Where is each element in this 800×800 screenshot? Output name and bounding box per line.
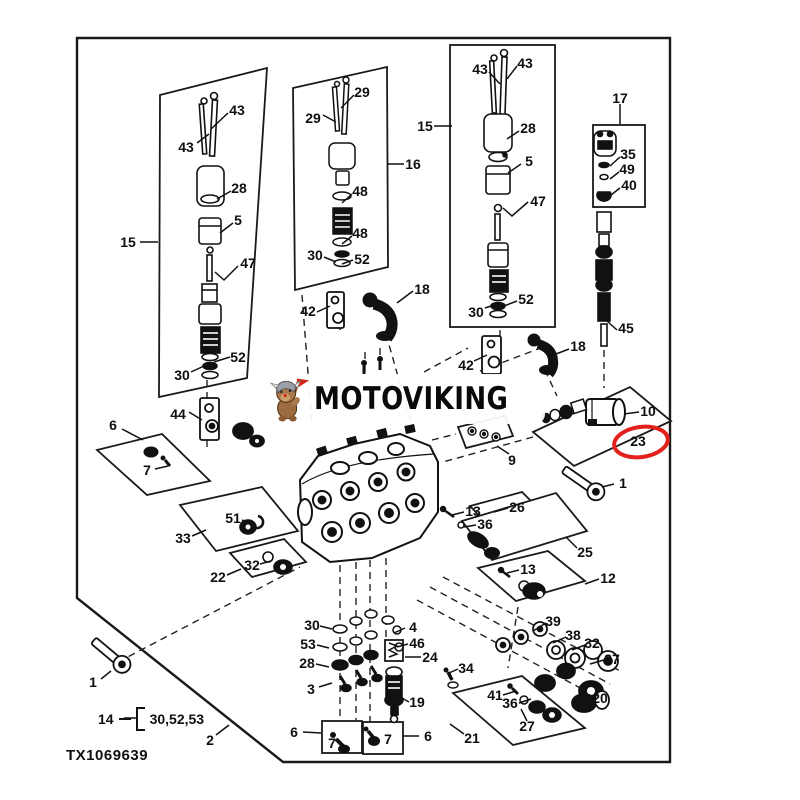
box-7-right <box>362 721 404 755</box>
seal-kit-columns <box>331 609 404 693</box>
panel-12 <box>476 550 587 603</box>
spool-22-part <box>541 398 588 424</box>
bracket-group-items: 30,52,53 <box>149 711 205 727</box>
seal-51-32-parts <box>239 514 293 575</box>
part-spool-kit-middle <box>328 76 356 268</box>
bracket-dash <box>118 717 131 721</box>
outer-border <box>75 36 672 764</box>
valve-19-part <box>384 666 404 724</box>
bracket-44-part <box>199 397 265 448</box>
plate-9-screws <box>467 426 501 442</box>
panel-21 <box>451 675 587 746</box>
watermark-band: MOTOVIKING <box>264 374 545 424</box>
part-spool-kit-left <box>196 91 225 380</box>
screw-13-36-parts <box>439 505 511 578</box>
bracket-group-label: 14 <box>98 711 114 727</box>
plug-7-panel6-part <box>143 446 172 467</box>
elbow-fitting-18-parts <box>362 292 559 378</box>
part-cap-kit-17 <box>593 130 617 347</box>
brand-text: MOTOVIKING <box>314 381 509 417</box>
part-spool-kit-right <box>483 48 513 319</box>
plug-12-part <box>518 580 546 600</box>
bolt-1-left <box>90 637 132 674</box>
bracket-icon <box>135 707 145 731</box>
cap-10-part <box>585 398 626 426</box>
panel-33 <box>178 486 300 553</box>
serviced-parts-note: 14 30,52,53 <box>98 707 204 731</box>
highlight-ellipse-part-23 <box>612 424 670 460</box>
panel-6 <box>95 433 212 496</box>
small-screws-above-valve <box>361 356 383 374</box>
valve-body <box>297 424 439 564</box>
spring-25-part <box>467 531 500 559</box>
viking-dog-mascot-icon <box>269 378 310 421</box>
washer-row-parts <box>495 621 619 713</box>
plug-7-parts <box>330 726 380 754</box>
drawing-number: TX1069639 <box>66 747 149 764</box>
screw-34-part <box>443 667 459 689</box>
bolt-1-right <box>561 465 606 502</box>
leader-lines <box>100 65 640 737</box>
